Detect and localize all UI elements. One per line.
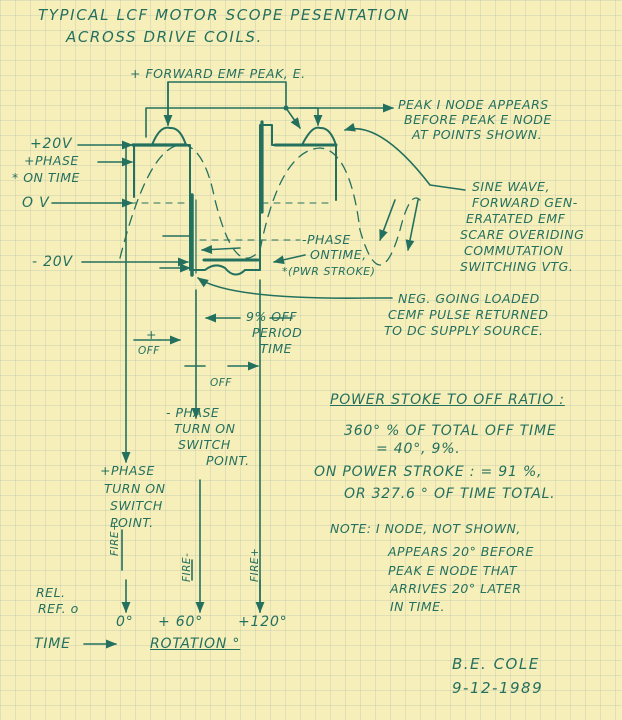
nine-off-line-3: TIME — [260, 341, 293, 356]
sine-wave-callout — [343, 122, 466, 191]
sine-wave-line-1: SINE WAVE, — [472, 179, 550, 194]
neg-going-arrow — [197, 277, 393, 299]
nine-off-line-1: 9% OFF — [246, 309, 298, 324]
ratio-line-4: OR 327.6 ° OF TIME TOTAL. — [344, 486, 556, 502]
title-line-2: ACROSS DRIVE COILS. — [66, 28, 263, 46]
ratio-line-3: ON POWER STROKE : = 91 %, — [314, 464, 543, 480]
minus-turn-on-line-4: POINT. — [206, 453, 250, 468]
peak-i-node-pointer — [145, 108, 393, 138]
minus-phase-arrow — [200, 244, 241, 254]
on-time-label: * ON TIME — [12, 170, 80, 185]
minus-turn-on-line-1: - PHASE — [166, 405, 220, 420]
nine-off-line-2: PERIOD — [252, 325, 303, 340]
plus-turn-on-line-3: SWITCH — [110, 498, 163, 513]
fire-minus-60-label: FIRE- — [181, 552, 193, 582]
plus-20v-label: +20V — [30, 136, 73, 152]
rotation-label: ROTATION ° — [150, 636, 241, 652]
peak-i-node-arrow-2 — [285, 107, 301, 129]
plus-off-label: OFF — [138, 345, 160, 357]
minus-phase-line-3: *(PWR STROKE) — [282, 265, 376, 278]
signature-name: B.E. COLE — [452, 655, 540, 673]
forward-emf-label: + FORWARD EMF PEAK, E. — [130, 66, 306, 81]
note-line-1: NOTE: I NODE, NOT SHOWN, — [330, 521, 521, 536]
peak-i-node-line-1: PEAK I NODE APPEARS — [398, 97, 549, 112]
ratio-heading: POWER STOKE TO OFF RATIO : — [330, 392, 565, 408]
time-label: TIME — [34, 636, 71, 652]
neg-going-line-1: NEG. GOING LOADED — [398, 291, 540, 306]
signature-date: 9-12-1989 — [452, 679, 544, 697]
neg-going-line-3: TO DC SUPPLY SOURCE. — [384, 323, 544, 338]
deg-120-label: +120° — [238, 614, 288, 630]
sine-wave — [119, 144, 421, 266]
note-line-5: IN TIME. — [390, 599, 445, 614]
peak-i-node-line-3: AT POINTS SHOWN. — [412, 127, 543, 142]
sine-wave-arrow-2 — [405, 199, 419, 252]
fire-plus-120-label: FIRE+ — [249, 547, 261, 582]
plus-off-plus: + — [146, 327, 157, 342]
minus-phase-line-2: ONTIME, — [310, 247, 367, 262]
plus-phase-label: +PHASE — [24, 153, 79, 168]
ratio-line-2: = 40°, 9%. — [376, 441, 461, 457]
sine-wave-line-4: SCARE OVERIDING — [460, 227, 585, 242]
note-line-3: PEAK E NODE THAT — [388, 563, 518, 578]
deg-0-label: 0° — [116, 614, 134, 630]
peak-i-node-line-2: BEFORE PEAK E NODE — [404, 112, 552, 127]
zero-v-label: O V — [22, 195, 50, 211]
plus-turn-on-line-2: TURN ON — [104, 481, 166, 496]
plus-turn-on-line-1: +PHASE — [100, 463, 155, 478]
zero-volt-line — [129, 202, 331, 241]
neg-going-line-2: CEMF PULSE RETURNED — [388, 307, 549, 322]
minus-off-label: OFF — [210, 377, 232, 389]
minus-phase-arrow-2 — [272, 254, 306, 265]
ref-label: REF. o — [38, 601, 79, 616]
sine-wave-line-2: FORWARD GEN- — [472, 195, 578, 210]
sine-wave-line-3: ERATATED EMF — [466, 211, 566, 226]
note-line-4: ARRIVES 20° LATER — [390, 581, 522, 596]
plus-turn-on-line-4: POINT. — [110, 515, 154, 530]
title-line-1: TYPICAL LCF MOTOR SCOPE PESENTATION — [38, 6, 411, 24]
minus-20v-label: - 20V — [32, 254, 73, 270]
forward-emf-bracket — [167, 81, 318, 125]
sine-wave-line-5: COMMUTATION — [464, 243, 564, 258]
minus-turn-on-line-3: SWITCH — [178, 437, 231, 452]
bracket-left — [159, 235, 190, 268]
square-wave-cycle-1 — [133, 126, 261, 276]
deg-60-label: + 60° — [158, 614, 203, 630]
ratio-line-1: 360° % OF TOTAL OFF TIME — [344, 423, 557, 439]
fire-plus-0-label: FIRE+ — [109, 521, 121, 556]
sine-wave-line-6: SWITCHING VTG. — [460, 259, 574, 274]
note-line-2: APPEARS 20° BEFORE — [388, 544, 534, 559]
minus-phase-line-1: -PHASE — [302, 232, 351, 247]
minus-turn-on-line-2: TURN ON — [174, 421, 236, 436]
sine-wave-arrow-1 — [379, 199, 396, 242]
rel-label: REL. — [36, 585, 66, 600]
